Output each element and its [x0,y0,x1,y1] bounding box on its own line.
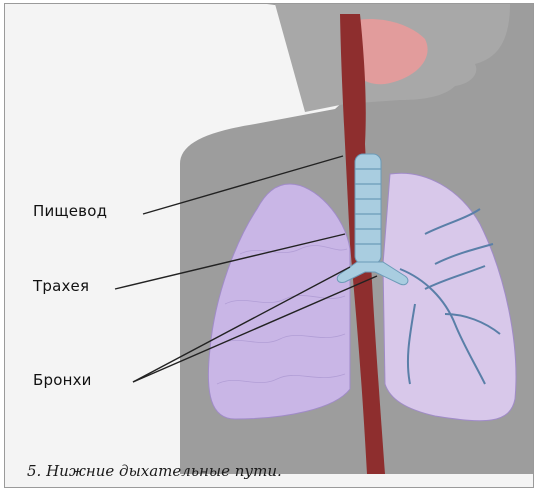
label-esophagus: Пищевод [33,202,107,220]
respiratory-illustration [5,4,534,488]
label-bronchi: Бронхи [33,371,92,389]
figure-frame: Пищевод Трахея Бронхи 5. Нижние дыхатель… [4,3,534,488]
trachea [355,154,381,264]
label-trachea: Трахея [33,277,89,295]
figure-caption: 5. Нижние дыхательные пути. [27,462,282,480]
